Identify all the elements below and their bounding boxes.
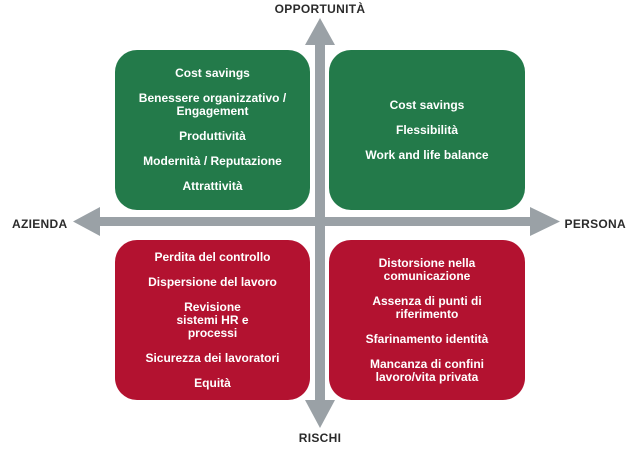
quadrant-azienda-rischi: Perdita del controllo Dispersione del la… (115, 240, 310, 400)
quadrant-item: Sfarinamento identità (365, 331, 489, 346)
quadrant-item: Assenza di punti di riferimento (372, 293, 482, 321)
quadrant-item: Work and life balance (365, 147, 489, 162)
left-arrow-icon (73, 207, 100, 236)
quadrant-item: Revisione sistemi HR e processi (176, 299, 249, 340)
quadrant-item: Flessibilità (395, 122, 459, 137)
right-arrow-icon (530, 207, 560, 236)
axis-label-azienda: AZIENDA (12, 217, 68, 231)
quadrant-item: Cost savings (389, 97, 465, 112)
axis-label-persona: PERSONA (564, 217, 626, 231)
down-arrow-icon (305, 400, 335, 428)
quadrant-item: Perdita del controllo (154, 249, 271, 264)
quadrant-azienda-opportunita: Cost savings Benessere organizzativo / E… (115, 50, 310, 210)
vertical-axis-line (315, 40, 325, 410)
quadrant-persona-opportunita: Cost savings Flessibilità Work and life … (329, 50, 525, 210)
quadrant-item: Sicurezza dei lavoratori (145, 350, 280, 365)
axis-label-opportunita: OPPORTUNITÀ (274, 2, 366, 16)
quadrant-item: Attrattività (182, 179, 243, 193)
axis-label-rischi: RISCHI (298, 431, 342, 445)
quadrant-item: Dispersione del lavoro (148, 274, 277, 289)
up-arrow-icon (305, 18, 335, 45)
quadrant-item: Benessere organizzativo / Engagement (138, 91, 287, 118)
quadrant-item: Modernità / Reputazione (143, 154, 282, 168)
quadrant-item: Mancanza di confini lavoro/vita privata (369, 356, 484, 384)
quadrant-item: Produttività (179, 129, 246, 143)
quadrant-item: Distorsione nella comunicazione (378, 255, 476, 283)
quadrant-persona-rischi: Distorsione nella comunicazione Assenza … (329, 240, 525, 400)
quadrant-item: Cost savings (175, 66, 250, 80)
quadrant-item: Equità (194, 375, 231, 390)
